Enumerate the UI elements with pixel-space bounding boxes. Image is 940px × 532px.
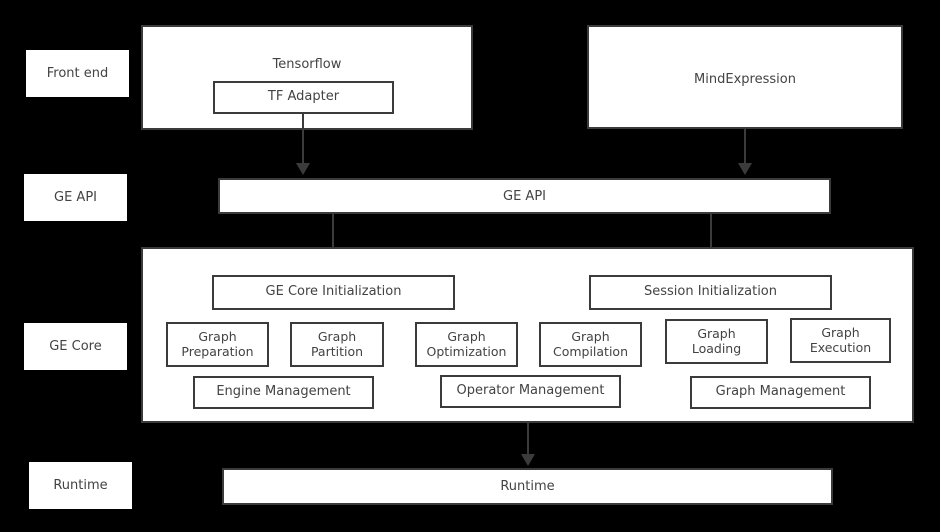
ge-core-initialization-box[interactable]: GE Core Initialization (212, 275, 455, 310)
connector-ge-api-to-session-init-line (710, 214, 712, 262)
mindexpression-title: MindExpression (694, 72, 796, 87)
session-initialization-box[interactable]: Session Initialization (589, 275, 832, 310)
connector-ge-core-to-runtime-arrow (521, 454, 535, 466)
connector-ge-core-to-runtime-line (527, 423, 529, 456)
ge-core-initialization-label: GE Core Initialization (265, 284, 402, 300)
graph-compilation-label: Graph Compilation (552, 329, 629, 359)
ge-api-bar[interactable]: GE API (218, 178, 831, 214)
operator-management-label: Operator Management (456, 383, 605, 399)
engine-management-label: Engine Management (216, 384, 351, 400)
graph-optimization-box[interactable]: Graph Optimization (415, 322, 518, 367)
connector-tf-adapter-to-ge-api-arrow (296, 163, 310, 175)
graph-management-label: Graph Management (715, 384, 846, 400)
graph-execution-label: Graph Execution (809, 325, 872, 355)
tier-label-ge-core: GE Core (24, 323, 127, 370)
graph-compilation-box[interactable]: Graph Compilation (539, 322, 642, 367)
tier-label-text: Runtime (53, 478, 108, 493)
ge-api-bar-label: GE API (503, 188, 546, 204)
engine-management-box[interactable]: Engine Management (193, 376, 374, 409)
mindexpression-container: MindExpression (587, 25, 903, 129)
session-initialization-label: Session Initialization (643, 284, 777, 300)
runtime-bar[interactable]: Runtime (222, 468, 833, 505)
graph-preparation-label: Graph Preparation (181, 329, 254, 359)
tier-label-text: GE API (54, 190, 97, 205)
graph-loading-label: Graph Loading (691, 326, 742, 356)
graph-execution-box[interactable]: Graph Execution (790, 318, 891, 363)
connector-ge-api-to-ge-core-init-line (332, 214, 334, 262)
tensorflow-title: Tensorflow (272, 57, 342, 72)
graph-partition-box[interactable]: Graph Partition (290, 322, 384, 367)
connector-tf-adapter-to-ge-api-line (302, 114, 304, 165)
connector-mindexpression-to-ge-api-arrow (738, 163, 752, 175)
graph-preparation-box[interactable]: Graph Preparation (166, 322, 269, 367)
operator-management-box[interactable]: Operator Management (440, 375, 621, 408)
tier-label-front-end: Front end (26, 50, 129, 97)
tensorflow-container: Tensorflow (141, 25, 473, 130)
tf-adapter-label: TF Adapter (267, 89, 340, 105)
tier-label-text: Front end (46, 66, 109, 81)
connector-mindexpression-to-ge-api-line (744, 129, 746, 165)
tier-label-runtime: Runtime (29, 462, 132, 509)
tier-label-text: GE Core (49, 339, 102, 354)
tier-label-ge-api: GE API (24, 174, 127, 221)
graph-optimization-label: Graph Optimization (426, 329, 507, 359)
tf-adapter-box[interactable]: TF Adapter (213, 81, 394, 114)
graph-management-box[interactable]: Graph Management (690, 376, 871, 409)
runtime-bar-label: Runtime (500, 479, 555, 494)
graph-loading-box[interactable]: Graph Loading (665, 319, 768, 364)
graph-partition-label: Graph Partition (310, 329, 364, 359)
